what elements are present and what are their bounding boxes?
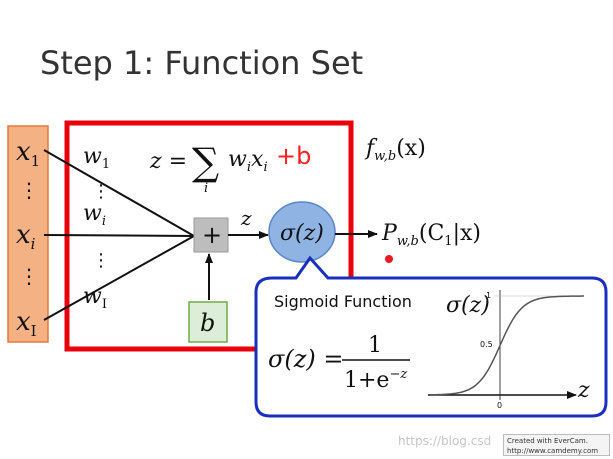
bias-node xyxy=(188,301,228,343)
sigmoid-callout xyxy=(254,255,608,418)
input-dots-top: ⋮ xyxy=(19,178,39,202)
input-column xyxy=(7,125,49,343)
plot-ylabel: σ(z) xyxy=(446,293,490,318)
plot-tick-top: 1 xyxy=(486,291,491,300)
equation-sum-index: i xyxy=(204,181,208,196)
plot-xlabel: z xyxy=(577,378,590,403)
weight-w1: w1 xyxy=(83,144,110,172)
weight-dots-bottom: ⋮ xyxy=(92,250,110,271)
slide-title: Step 1: Function Set xyxy=(40,44,364,82)
input-line-x1 xyxy=(43,149,195,237)
sigmoid-node xyxy=(268,201,336,263)
pointer-dot xyxy=(385,255,393,263)
callout-title: Sigmoid Function xyxy=(274,292,412,311)
input-x1: x1 xyxy=(16,137,40,170)
sigmoid-node-label: σ(z) xyxy=(280,221,324,246)
input-xI: xI xyxy=(16,307,37,340)
equation-sum-symbol: ∑ xyxy=(192,140,219,184)
plot-tick-mid: 0.5 xyxy=(480,340,493,349)
equation-lhs: z = xyxy=(149,149,187,174)
bias-label: b xyxy=(200,309,215,337)
blog-watermark: https://blog.csd xyxy=(398,434,492,448)
sum-node-symbol: + xyxy=(202,221,222,249)
stamp-line-1: Created with EverCam. xyxy=(507,437,588,445)
weight-dots-top: ⋮ xyxy=(92,181,110,202)
sigmoid-formula-lhs: σ(z) = xyxy=(268,345,344,373)
evercam-stamp: Created with EverCam. http://www.camdemy… xyxy=(503,434,610,456)
sigmoid-curve xyxy=(429,295,585,396)
weight-wI: wI xyxy=(83,284,107,312)
plot-tick-zero: 0 xyxy=(497,401,502,410)
sigmoid-formula-numerator: 1 xyxy=(368,333,382,358)
input-line-xI xyxy=(43,235,195,321)
posterior-label: Pw,b(C1|x) xyxy=(381,221,481,249)
weight-wi: wi xyxy=(83,201,106,229)
stamp-line-2: http://www.camdemy.com xyxy=(507,447,599,455)
input-xi: xi xyxy=(16,220,36,253)
z-label: z xyxy=(240,206,252,230)
handwritten-plus-b: +b xyxy=(276,142,311,170)
equation-term: wixi xyxy=(228,147,268,175)
sigmoid-formula-denominator: 1+e−z xyxy=(344,367,407,393)
function-label: fw,b(x) xyxy=(364,136,426,164)
input-dots-bottom: ⋮ xyxy=(19,264,39,288)
input-line-xi xyxy=(43,234,195,237)
